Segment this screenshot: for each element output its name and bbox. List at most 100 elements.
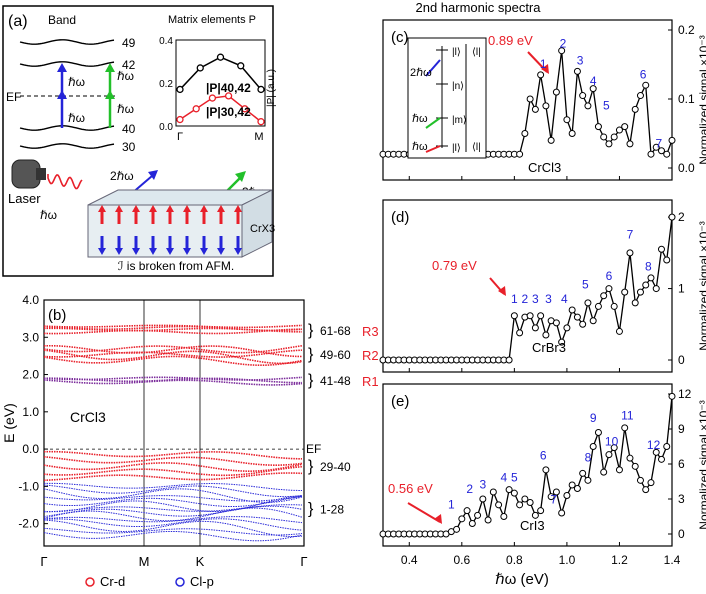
matrix-xtick: M <box>254 131 263 143</box>
inset-ket: |m⟩ <box>452 115 467 126</box>
band-r3 <box>43 324 303 329</box>
spectrum-material: CrCl3 <box>528 160 561 175</box>
spin-down-head <box>115 248 123 255</box>
peak-label: 3 <box>479 478 486 492</box>
hw-label: ℏω <box>68 111 85 125</box>
spectrum-point <box>626 140 634 148</box>
inset-two-hw: 2ℏω <box>410 67 432 79</box>
spectrum-point <box>537 507 545 515</box>
panel-a-caption: ℐ is broken from AFM. <box>118 259 234 273</box>
band-ytick: 4.0 <box>22 293 39 307</box>
spectrum-point <box>642 281 650 289</box>
group-brace: } <box>308 458 314 475</box>
spectrum-point <box>552 88 560 96</box>
spectrum-point <box>531 324 539 332</box>
band-r1 <box>43 376 303 381</box>
peak-label: 12 <box>647 438 661 452</box>
spectrum-point <box>579 92 587 100</box>
hw-label: ℏω <box>68 75 85 89</box>
inset-hw: ℏω <box>412 141 428 153</box>
spectrum-point <box>579 320 587 328</box>
band-material: CrCl3 <box>70 409 106 425</box>
hw-label: ℏω <box>40 208 57 222</box>
inset-ket: |n⟩ <box>452 81 464 92</box>
band-1-28 <box>43 519 303 538</box>
spin-down-head <box>149 248 157 255</box>
matrix-xtick: Γ <box>177 131 183 143</box>
spectrum-point <box>610 133 618 141</box>
spectrum-point <box>537 71 545 79</box>
peak-label: 5 <box>582 278 589 292</box>
spectrum-point <box>605 451 613 459</box>
peak-label: 3 <box>577 54 584 68</box>
spin-down-head <box>166 248 174 255</box>
spectrum-point <box>495 501 503 509</box>
band-title: Band <box>48 13 76 27</box>
spectrum-point <box>526 312 534 320</box>
red-wave <box>47 174 83 190</box>
spectrum-point <box>526 95 534 103</box>
band-level-label: 49 <box>122 36 136 50</box>
spectrum-point <box>657 455 665 463</box>
series-p40-42-point <box>237 62 245 70</box>
spectrum-point <box>663 256 671 264</box>
inset-bra: ⟨l| <box>472 142 481 153</box>
crystal-top <box>87 189 273 206</box>
spectrum-point <box>463 507 471 515</box>
laser-icon <box>11 159 41 189</box>
spectrum-ylabel: Normalized signal ×10⁻³ <box>697 35 706 164</box>
peak-label: 2 <box>466 482 473 496</box>
spectrum-point <box>563 116 571 124</box>
band-29-40 <box>43 450 303 460</box>
series-p40-42-point <box>216 53 225 61</box>
spectrum-ytick: 1 <box>678 282 685 296</box>
group-brace: } <box>308 372 314 389</box>
spin-up-head <box>166 205 174 212</box>
matrix-ytick: 0.2 <box>159 79 173 90</box>
peak-label: 7 <box>550 493 557 507</box>
spectrum-frame <box>382 383 673 547</box>
series-p30-42-point <box>176 115 184 124</box>
group-range: 49-60 <box>320 348 351 362</box>
laser-label: Laser <box>8 191 41 206</box>
spectrum-point <box>584 299 592 307</box>
matrix-ylabel: |P| (a.u.) <box>266 69 277 107</box>
spectrum-panel-label: (e) <box>391 393 409 410</box>
band-1-28 <box>43 527 303 536</box>
crystal-side <box>241 189 273 258</box>
spectrum-ytick: 0 <box>678 353 685 367</box>
spectrum-point <box>568 130 576 137</box>
spectrum-ytick: 3 <box>678 492 685 506</box>
shared-xtick: 0.8 <box>506 553 523 567</box>
group-region: R3 <box>362 324 379 339</box>
spectrum-ytick: 0.0 <box>678 161 695 175</box>
spin-up-head <box>132 205 140 212</box>
spectrum-point <box>668 136 676 144</box>
hw-label: ℏω <box>117 69 134 83</box>
spectrum-point <box>636 92 644 100</box>
peak-label: 3 <box>532 292 539 306</box>
spectrum-point <box>636 476 644 484</box>
spectrum-point <box>468 520 476 527</box>
matrix-plot-frame <box>175 39 266 127</box>
spectrum-point <box>615 126 623 134</box>
peak-label: 3 <box>545 292 552 306</box>
spectrum-point <box>558 47 566 55</box>
spectrum-point <box>542 102 550 110</box>
green-out-head <box>235 171 246 182</box>
spectrum-point <box>621 424 629 432</box>
inset-red-arrow <box>425 145 441 153</box>
spin-down-head <box>183 248 191 255</box>
band-1-28 <box>43 516 303 524</box>
band-line <box>19 143 115 149</box>
spectrum-point <box>573 485 581 492</box>
band-level-label: 40 <box>122 122 136 136</box>
spectrum-ytick: 6 <box>678 457 685 471</box>
band-r2 <box>43 349 303 365</box>
spectrum-point <box>542 331 550 339</box>
group-region: R2 <box>362 348 379 363</box>
series-p40-42-point <box>176 85 184 94</box>
inset-blue-arrow <box>425 59 441 77</box>
inset-bra: ⟨l| <box>472 47 481 58</box>
